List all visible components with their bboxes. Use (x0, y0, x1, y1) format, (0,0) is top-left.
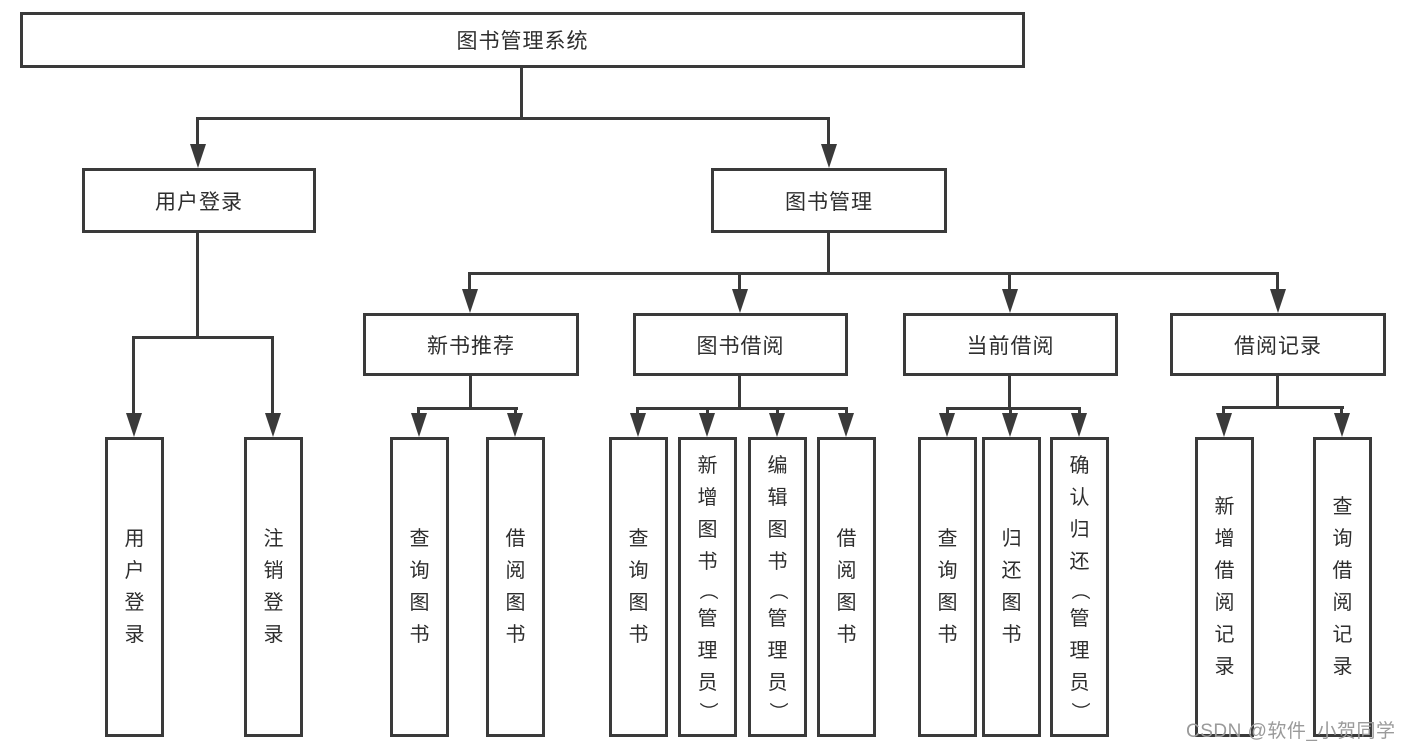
connector-line (946, 407, 949, 417)
node-label: 注销登录 (263, 528, 284, 646)
node-label: 查询图书 (628, 528, 649, 646)
arrowhead-down-icon (507, 413, 523, 437)
arrowhead-down-icon (190, 144, 206, 168)
watermark: CSDN @软件_小贺同学 (1186, 721, 1396, 742)
arrowhead-down-icon (732, 289, 748, 313)
connector-line (417, 407, 420, 417)
node-label: 归还图书 (1001, 528, 1022, 646)
node-label: 借阅图书 (505, 528, 526, 646)
node-book-management: 图书管理 (711, 168, 947, 233)
node-label: 确认归还（管理员） (1068, 455, 1090, 722)
node-label: 图书借阅 (696, 334, 785, 358)
leaf-confirm-return-admin: 确认归还（管理员） (1050, 437, 1109, 737)
arrowhead-down-icon (939, 413, 955, 437)
connector-line (520, 68, 523, 120)
connector-line (636, 407, 639, 417)
arrowhead-down-icon (1270, 289, 1286, 313)
connector-line (1276, 374, 1279, 408)
connector-line (196, 231, 199, 338)
arrowhead-down-icon (1334, 413, 1350, 437)
leaf-user-login: 用户登录 (105, 437, 164, 737)
connector-line (1222, 406, 1344, 409)
leaf-edit-book-admin: 编辑图书（管理员） (748, 437, 807, 737)
node-label: 用户登录 (155, 190, 243, 214)
leaf-logout: 注销登录 (244, 437, 303, 737)
connector-line (738, 272, 741, 292)
connector-line (946, 407, 1081, 410)
node-label: 当前借阅 (966, 334, 1055, 358)
arrowhead-down-icon (126, 413, 142, 437)
node-label: 借阅记录 (1234, 334, 1322, 358)
node-label: 编辑图书（管理员） (766, 455, 788, 722)
leaf-query-borrow-record: 查询借阅记录 (1313, 437, 1372, 737)
connector-line (738, 374, 741, 409)
leaf-query-books-borrow: 查询图书 (609, 437, 668, 737)
leaf-add-book-admin: 新增图书（管理员） (678, 437, 737, 737)
connector-line (706, 407, 709, 417)
node-borrow-records: 借阅记录 (1170, 313, 1386, 376)
connector-line (1222, 406, 1225, 416)
leaf-add-borrow-record: 新增借阅记录 (1195, 437, 1254, 737)
leaf-query-books-current: 查询图书 (918, 437, 977, 737)
connector-line (827, 117, 830, 147)
connector-line (1340, 406, 1343, 416)
connector-line (196, 117, 199, 147)
arrowhead-down-icon (1002, 289, 1018, 313)
leaf-borrow-books: 借阅图书 (817, 437, 876, 737)
leaf-query-books-recommend: 查询图书 (390, 437, 449, 737)
arrowhead-down-icon (462, 289, 478, 313)
connector-line (196, 117, 830, 120)
node-label: 新增图书（管理员） (696, 455, 718, 722)
connector-line (776, 407, 779, 417)
connector-line (1008, 272, 1011, 292)
connector-line (132, 336, 274, 339)
arrowhead-down-icon (1216, 413, 1232, 437)
arrowhead-down-icon (838, 413, 854, 437)
leaf-borrow-books-recommend: 借阅图书 (486, 437, 545, 737)
node-label: 新增借阅记录 (1214, 496, 1235, 678)
connector-line (636, 407, 848, 410)
connector-line (468, 272, 1279, 275)
connector-line (469, 374, 472, 409)
arrowhead-down-icon (769, 413, 785, 437)
connector-line (514, 407, 517, 417)
node-label: 查询借阅记录 (1332, 496, 1353, 678)
arrowhead-down-icon (699, 413, 715, 437)
connector-line (845, 407, 848, 417)
node-label: 借阅图书 (836, 528, 857, 646)
node-label: 查询图书 (937, 528, 958, 646)
connector-line (1078, 407, 1081, 417)
leaf-return-book: 归还图书 (982, 437, 1041, 737)
node-book-borrow: 图书借阅 (633, 313, 848, 376)
node-label: 图书管理系统 (456, 30, 589, 53)
connector-line (1009, 407, 1012, 417)
connector-line (271, 336, 274, 416)
node-label: 查询图书 (409, 528, 430, 646)
node-new-book-recommend: 新书推荐 (363, 313, 579, 376)
node-label: 新书推荐 (427, 334, 515, 358)
connector-line (468, 272, 471, 292)
arrowhead-down-icon (411, 413, 427, 437)
connector-line (417, 407, 518, 410)
connector-line (132, 336, 135, 416)
connector-line (827, 231, 830, 274)
connector-line (1276, 272, 1279, 292)
node-label: 用户登录 (124, 528, 145, 646)
node-label: 图书管理 (785, 190, 873, 214)
arrowhead-down-icon (1002, 413, 1018, 437)
node-root: 图书管理系统 (20, 12, 1025, 68)
arrowhead-down-icon (821, 144, 837, 168)
arrowhead-down-icon (630, 413, 646, 437)
arrowhead-down-icon (1071, 413, 1087, 437)
arrowhead-down-icon (265, 413, 281, 437)
node-user-login: 用户登录 (82, 168, 316, 233)
node-current-borrow: 当前借阅 (903, 313, 1118, 376)
connector-line (1008, 374, 1011, 409)
